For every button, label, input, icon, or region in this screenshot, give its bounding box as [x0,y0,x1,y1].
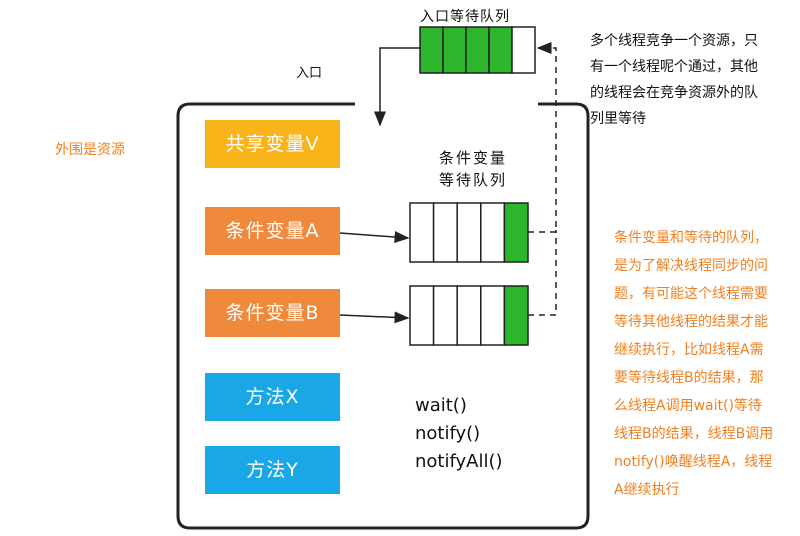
cond-queue-a [409,202,529,263]
resource-frame [176,102,590,530]
method-wait: wait() [415,395,467,416]
cond-queue-b-cell [409,285,435,346]
condition-queue-title-line1: 条件变量 [438,149,507,167]
shared-variable-box: 共享变量V [205,120,340,168]
cond-queue-a-cell [432,202,458,263]
cond-a-arrow [339,231,410,243]
entry-label: 入口 [296,66,323,81]
entry-wait-queue [419,26,536,74]
condition-note: 条件变量和等待的队列，是为了解决线程同步的问题，有可能这个线程需要等待其他线程的… [614,230,774,498]
cond-queue-b-cell [456,285,482,346]
method-notify: notify() [415,423,481,444]
entry-queue-cell [511,26,536,74]
entry-arrow [374,47,420,127]
condition-queue-title-line2: 等待队列 [438,171,507,189]
cond-b-return-line [528,230,557,316]
cond-a-return-line [528,42,557,233]
method-x-box: 方法X [205,373,340,421]
entry-queue-cell [488,26,513,74]
cond-queue-b-cell [432,285,458,346]
condition-variable-b-box: 条件变量B [205,289,340,337]
entry-queue-title: 入口等待队列 [420,9,510,25]
cond-queue-b [409,285,529,346]
method-list: wait() notify() notifyAll() [415,392,503,476]
method-y-box: 方法Y [205,446,340,494]
competition-note: 多个线程竞争一个资源，只有一个线程呢个通过，其他的线程会在竞争资源外的队列里等待 [590,33,758,127]
outer-resource-label: 外围是资源 [55,142,125,158]
cond-b-arrow [339,311,410,324]
condition-variable-a-box: 条件变量A [205,207,340,255]
condition-queue-title: 条件变量 等待队列 [418,147,528,191]
cond-queue-a-cell [503,202,529,263]
cond-queue-a-cell [456,202,482,263]
cond-queue-a-cell [480,202,506,263]
entry-queue-cell [442,26,467,74]
entry-queue-cell [419,26,444,74]
cond-queue-b-cell [480,285,506,346]
entry-queue-cell [465,26,490,74]
cond-queue-a-cell [409,202,435,263]
method-notify-all: notifyAll() [415,451,503,472]
cond-queue-b-cell [503,285,529,346]
